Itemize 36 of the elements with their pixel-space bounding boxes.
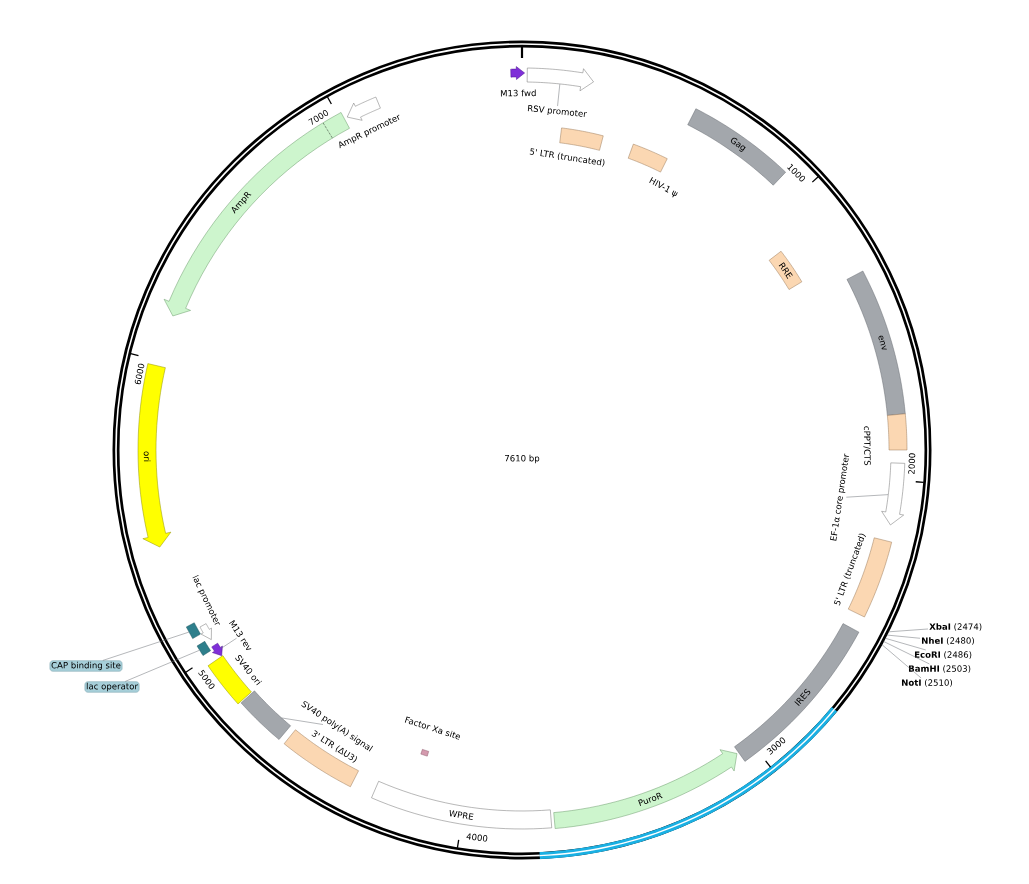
leader-line [557,83,561,107]
leader-line [846,494,889,498]
leader-line [888,628,929,633]
leader-line [102,631,190,661]
leader-line [886,634,921,639]
promoter-segment [881,462,905,526]
node-label: Factor Xa site [404,716,460,740]
promoter-segment: WPRE [371,781,552,830]
site-label: NheI (2480) [922,637,974,645]
site-label: EcoRI (2486) [915,651,972,659]
feature-block [196,641,211,656]
feature-label: RSV promoter [527,104,587,117]
feature-block [240,690,291,740]
size-label: 7610 bp [505,454,540,464]
tick-label: 2000 [908,453,916,475]
leader-line [883,641,930,665]
leader-line [884,637,927,651]
leader-line [281,717,324,725]
site-mark: Factor Xa site [404,716,460,757]
feature-block: env [846,270,906,416]
feature-block: cPPT/CTS [863,413,908,466]
feature-label: EF-1α core promoter [830,453,849,541]
leader-line [220,637,237,649]
site-label: XbaI (2474) [929,623,982,631]
gene-segment: PuroR [553,749,738,829]
site-tag: lac operator [84,681,140,693]
primer-segment: M13 fwd [500,66,536,97]
site-label: BamHI (2503) [909,665,971,673]
leader-line [881,644,922,679]
node-label: cPPT/CTS [863,426,871,466]
node-label: M13 fwd [500,89,536,97]
site-label: NotI (2510) [902,679,952,687]
primer-segment [211,642,223,656]
leader-line [124,650,200,682]
tick-label: 6000 [134,363,145,385]
site-tag: CAP binding site [49,660,123,672]
